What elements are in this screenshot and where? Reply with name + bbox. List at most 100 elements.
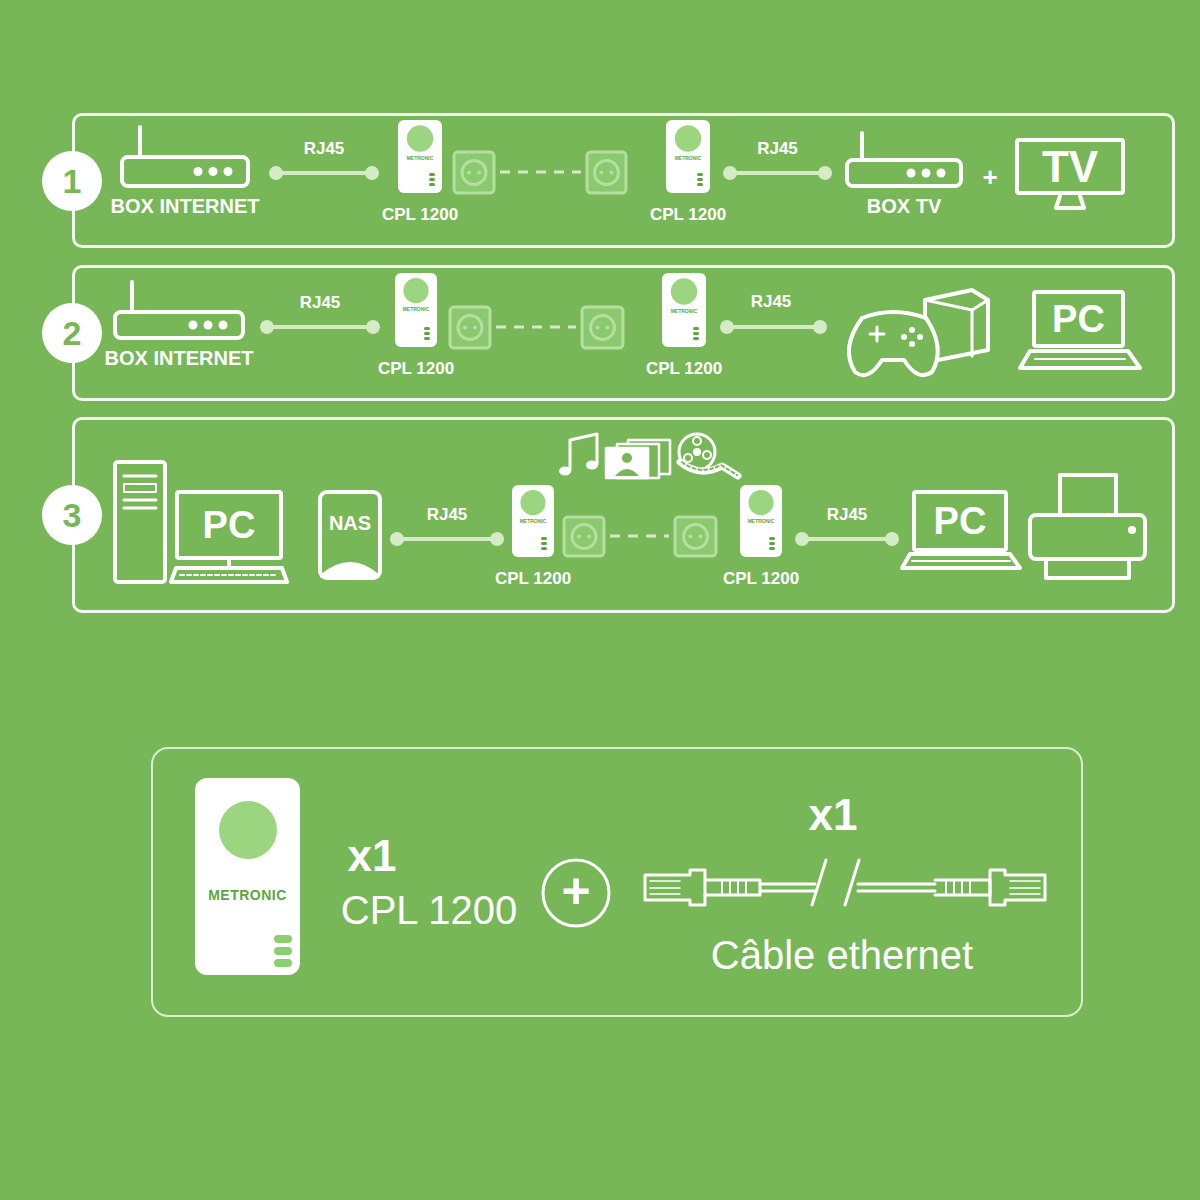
powerline-adapter: METRONICCPL 1200 [580,273,706,350]
device-label: CPL 1200 [382,206,458,223]
use-case-panel: BOX INTERNETMETRONICCPL 1200METRONICCPL … [72,113,1175,248]
tv-stand [1056,196,1084,208]
cable-label: RJ45 [751,293,792,310]
callout-number: 2 [42,303,102,363]
cable-end-dot [490,532,504,546]
drive-slot [124,499,156,502]
led [219,321,228,330]
cable-end-dot [723,166,737,180]
device-label: BOX INTERNET [105,348,254,368]
cable-label: RJ45 [304,140,345,157]
device-label: CPL 1200 [378,360,454,377]
ethernet-cable [645,860,1045,905]
controller-dpad [870,327,884,341]
drive-slot [124,475,156,478]
led [194,167,203,176]
cable-end-dot [885,532,899,546]
drive-slot [124,507,156,510]
keyboard-line [1035,358,1125,360]
rj45-wire [727,325,820,329]
powerline-link [500,171,581,174]
powerline-adapter: METRONICCPL 1200 [398,120,496,195]
cable-end-dot [818,166,832,180]
ethernet-cable [267,325,373,329]
adapter-body [398,120,442,193]
cable-label: RJ45 [300,294,341,311]
wall-socket [582,307,623,348]
device-label: BOX TV [867,196,941,216]
brand-logo: METRONIC [671,309,698,314]
powerline-adapter: METRONICCPL 1200 [585,120,710,195]
wall-socket [454,152,494,193]
led [224,167,233,176]
router-box: BOX INTERNET [113,310,245,340]
printer-body [1030,515,1145,559]
adapter-body [666,120,710,193]
ethernet-cable [397,537,497,541]
adapter-body [662,273,706,347]
use-case-panel: BOX INTERNETMETRONICCPL 1200METRONICCPL … [72,265,1175,401]
powerline-adapter: METRONICCPL 1200 [395,273,492,350]
cable-end-dot [390,532,404,546]
cable-end-dot [365,166,379,180]
led [204,321,213,330]
cable-end-dot [795,532,809,546]
brand-logo: METRONIC [520,519,547,524]
controller-button [917,334,923,340]
game-controller [849,312,938,375]
quantity: x1 [348,834,397,878]
device-label: CPL 1200 [650,206,726,223]
cable-label: RJ45 [757,140,798,157]
callout-number: 3 [42,485,102,545]
led [209,167,218,176]
cable-end-dot [366,320,380,334]
console-edge [972,300,988,310]
router-box: BOX TV [845,158,963,188]
wall-socket [587,152,626,193]
monitor-stand [227,560,231,567]
screen-label: PC [179,494,279,556]
quantity: x1 [809,793,858,837]
adapter-body [740,485,782,557]
ethernet-cable [276,171,372,175]
laptop-base [1020,351,1140,368]
powerline-adapter: METRONICCPL 1200 [673,485,782,558]
router-antenna [138,127,142,155]
wall-socket [564,517,604,556]
wall-socket [675,517,716,556]
cable-label: RJ45 [827,506,868,523]
photo-stack [606,440,670,478]
router-box: BOX INTERNET [120,155,250,188]
screen-label: PC [1036,294,1121,344]
wire-dot [813,320,827,334]
printer-button [1128,526,1136,534]
powerline-adapter: METRONICCPL 1200 [512,485,606,558]
brand-logo: METRONIC [675,156,702,161]
screen-box: PC [175,490,283,560]
plus-sign: + [982,164,997,190]
brand-logo: METRONIC [748,519,775,524]
printer-tray [1046,559,1129,578]
brand-logo: METRONIC [208,888,287,902]
cable-label: RJ45 [427,506,468,523]
screen-box: PC [1032,290,1125,348]
pc-tower [115,462,165,582]
cable-end-dot [269,166,283,180]
cable-end-dot [260,320,274,334]
device-label: CPL 1200 [495,570,571,587]
led [922,169,931,178]
film-reel [679,434,738,476]
adapter-body [395,273,437,347]
nas-base [322,564,378,576]
printer-paper [1060,475,1116,519]
controller-button [901,334,907,340]
nas-box: NAS [318,490,382,580]
device-label: CPL 1200 [646,360,722,377]
router-leds [849,162,959,184]
router-antenna [130,282,134,310]
wire-dot [720,320,734,334]
contents-panel [152,748,1082,1016]
console-edge [971,310,974,356]
powerline-link [610,535,669,538]
